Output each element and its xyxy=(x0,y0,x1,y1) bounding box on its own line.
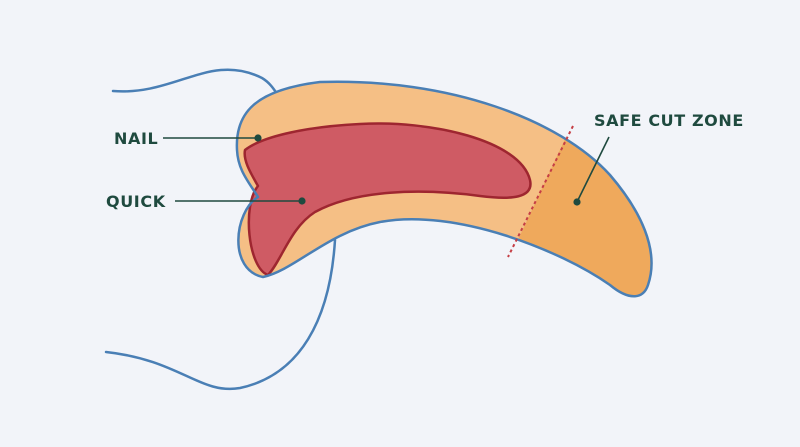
quick-shape xyxy=(243,122,532,277)
nail-outline xyxy=(235,80,653,298)
toe-skin-outline-lower xyxy=(104,238,337,391)
nail-label: NAIL xyxy=(114,129,158,148)
nail-leader-dot xyxy=(254,134,262,142)
cut-line xyxy=(507,125,574,258)
quick-label: QUICK xyxy=(106,192,166,211)
quick-leader-dot xyxy=(298,197,306,205)
toe-skin-outline xyxy=(111,68,282,100)
safe-cut-zone-leader-dot xyxy=(573,198,581,206)
safe-cut-zone-label: SAFE CUT ZONE xyxy=(594,111,744,130)
safe-cut-zone-leader-line xyxy=(576,136,610,203)
